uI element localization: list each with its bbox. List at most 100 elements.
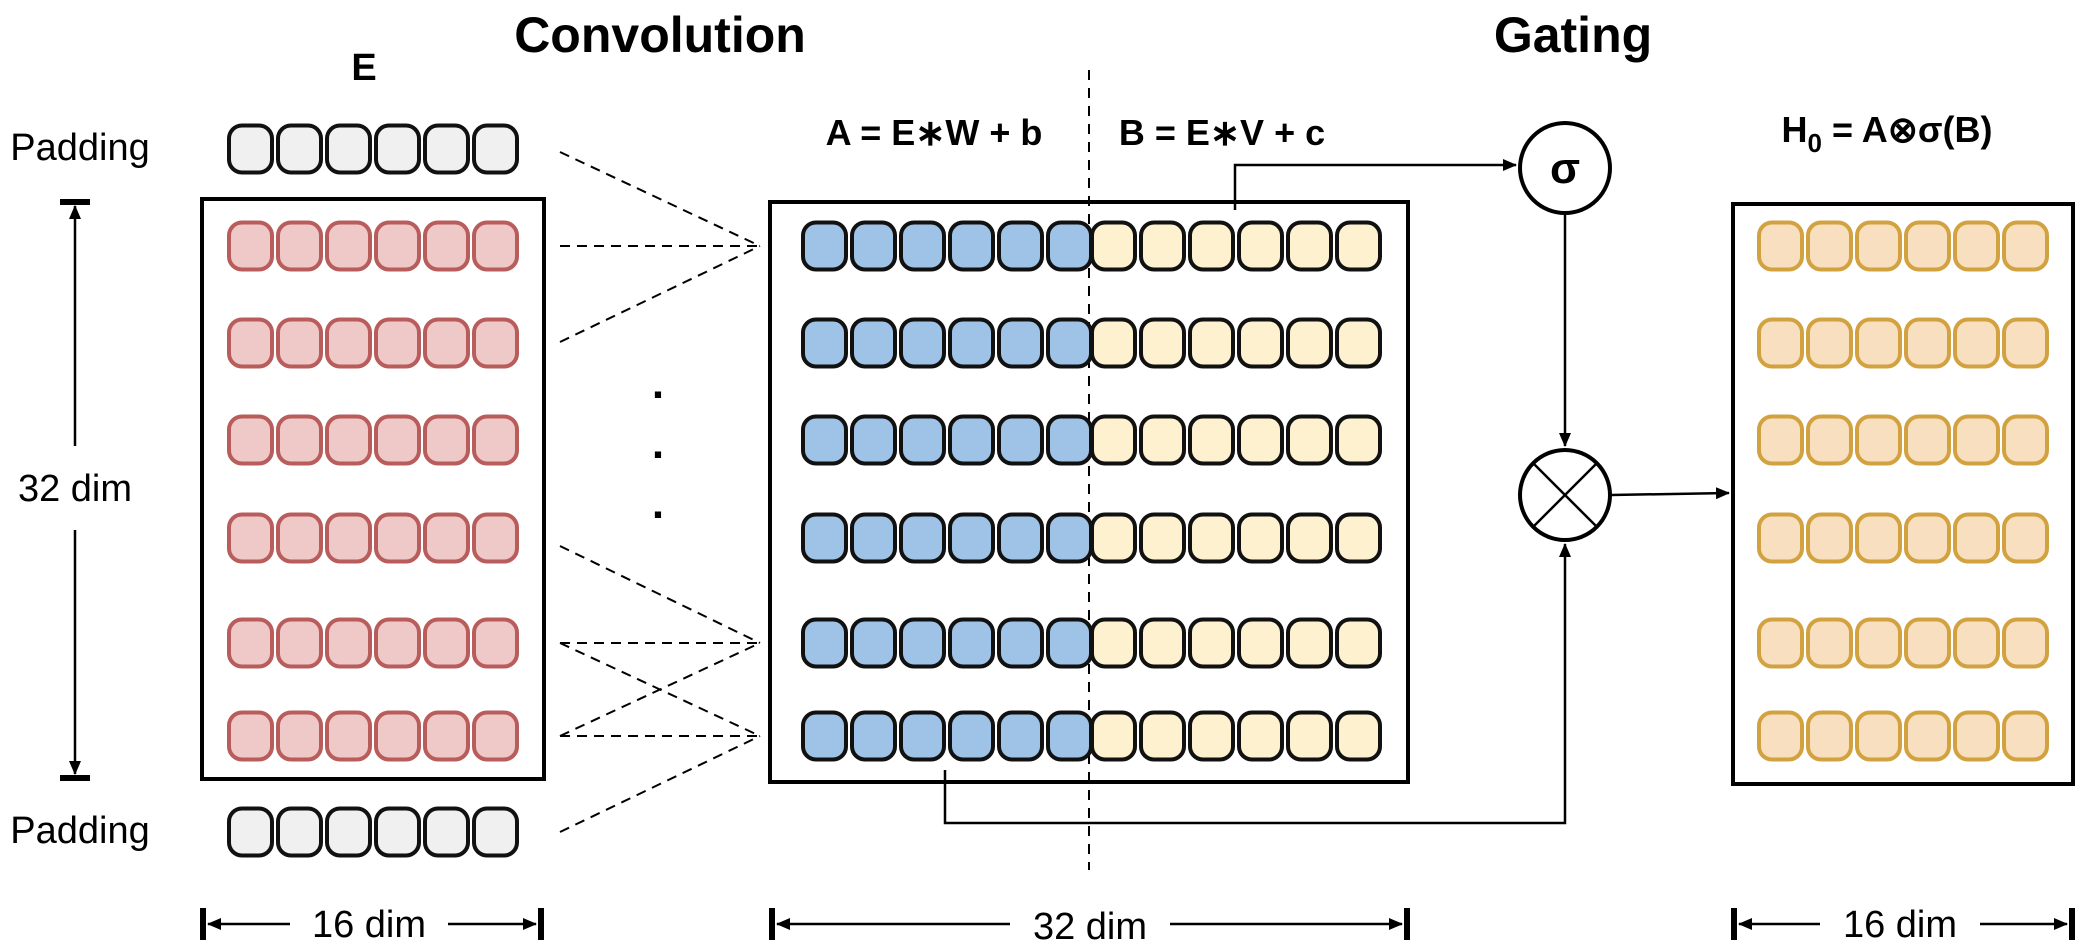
a-row-cell <box>997 617 1044 669</box>
b-row-cell <box>1237 220 1284 272</box>
sigma-label: σ <box>1550 144 1580 193</box>
a-row-cell <box>948 317 995 369</box>
padding-bottom-row-cell <box>325 806 372 858</box>
embedding-row <box>227 220 519 272</box>
a-row-cell <box>850 512 897 564</box>
embedding-row-cell <box>472 512 519 564</box>
embedding-row-cell <box>472 710 519 762</box>
embedding-row-cell <box>423 512 470 564</box>
h-row-cell <box>1855 617 1902 669</box>
h-row-cell <box>1904 710 1951 762</box>
a-row-cell <box>801 710 848 762</box>
b-row-cell <box>1335 414 1382 466</box>
b-row-cell <box>1139 512 1186 564</box>
b-row-cell <box>1090 512 1137 564</box>
formula-h: H0 = A⊗σ(B) <box>1782 109 1993 158</box>
b-row <box>1090 317 1382 369</box>
h-row-cell <box>1904 414 1951 466</box>
h-row-cell <box>1806 220 1853 272</box>
b-row-cell <box>1286 220 1333 272</box>
embedding-row-cell <box>325 317 372 369</box>
b-row-cell <box>1237 710 1284 762</box>
embedding-row-cell <box>276 512 323 564</box>
embedding-row-cell <box>325 220 372 272</box>
embedding-row-cell <box>423 220 470 272</box>
gating-arrows <box>943 159 1730 825</box>
b-row-cell <box>1090 710 1137 762</box>
h-row <box>1757 512 2049 564</box>
b-row-cell <box>1188 710 1235 762</box>
padding-bottom-row-cell <box>227 806 274 858</box>
multiply-to-output-arrow <box>1610 487 1730 500</box>
padding-bottom-row-cell <box>374 806 421 858</box>
output-panel <box>1731 202 2075 786</box>
h-row-cell <box>2002 512 2049 564</box>
padding-bottom-row-cell <box>472 806 519 858</box>
a-row-cell <box>997 220 1044 272</box>
a-row-cell <box>948 220 995 272</box>
h-row <box>1757 617 2049 669</box>
a-row-cell <box>801 617 848 669</box>
ellipsis-dot-1: . <box>652 359 664 408</box>
a-row-cell <box>850 220 897 272</box>
embedding-row-cell <box>276 220 323 272</box>
b-row-cell <box>1188 414 1235 466</box>
h-row <box>1757 710 2049 762</box>
a-row-cell <box>948 710 995 762</box>
middle-width-label: 32 dim <box>1033 906 1147 948</box>
h-row-cell <box>1757 710 1804 762</box>
embedding-row <box>227 414 519 466</box>
b-row-cell <box>1090 617 1137 669</box>
padding-bottom-row-cell <box>423 806 470 858</box>
h-row-cell <box>1757 617 1804 669</box>
a-row-cell <box>850 414 897 466</box>
embedding-row-cell <box>374 617 421 669</box>
a-row-cell <box>899 317 946 369</box>
b-row-cell <box>1335 710 1382 762</box>
height-dim-label: 32 dim <box>18 468 132 510</box>
a-row-cell <box>801 220 848 272</box>
formula-a: A = E∗W + b <box>826 112 1043 153</box>
b-row-cell <box>1188 512 1235 564</box>
a-row-cell <box>850 617 897 669</box>
left-width-dimension <box>200 908 544 940</box>
a-row-cell <box>899 617 946 669</box>
h-row-cell <box>1953 617 2000 669</box>
a-row-cell <box>1046 317 1093 369</box>
a-row-cell <box>899 710 946 762</box>
h-row-cell <box>1904 617 1951 669</box>
b-row <box>1090 220 1382 272</box>
h-row-cell <box>1953 512 2000 564</box>
h-row-cell <box>1855 220 1902 272</box>
a-row-cell <box>997 414 1044 466</box>
ellipsis-dot-3: . <box>652 479 664 528</box>
h-row-cell <box>1757 317 1804 369</box>
b-row-cell <box>1335 512 1382 564</box>
embedding-row-cell <box>325 512 372 564</box>
embedding-row <box>227 710 519 762</box>
embedding-row-cell <box>276 414 323 466</box>
padding-top-row-cell <box>472 123 519 175</box>
h-row <box>1757 317 2049 369</box>
embedding-row-cell <box>227 220 274 272</box>
a-row-cell <box>801 317 848 369</box>
b-row-cell <box>1335 317 1382 369</box>
a-row-cell <box>1046 710 1093 762</box>
gating-title: Gating <box>1494 7 1652 63</box>
h-row-cell <box>2002 220 2049 272</box>
padding-top-label: Padding <box>10 127 149 169</box>
h-row-cell <box>1953 414 2000 466</box>
b-row-cell <box>1286 617 1333 669</box>
embedding-row-cell <box>276 710 323 762</box>
formula-h-rest: = A⊗σ(B) <box>1822 109 1992 150</box>
padding-top-row-cell <box>276 123 323 175</box>
embedding-row-cell <box>227 710 274 762</box>
b-row-cell <box>1335 220 1382 272</box>
h-row-cell <box>1904 317 1951 369</box>
a-row-cell <box>997 512 1044 564</box>
a-row-cell <box>801 512 848 564</box>
padding-top-row-cell <box>325 123 372 175</box>
embedding-row-cell <box>227 414 274 466</box>
b-row-cell <box>1139 617 1186 669</box>
